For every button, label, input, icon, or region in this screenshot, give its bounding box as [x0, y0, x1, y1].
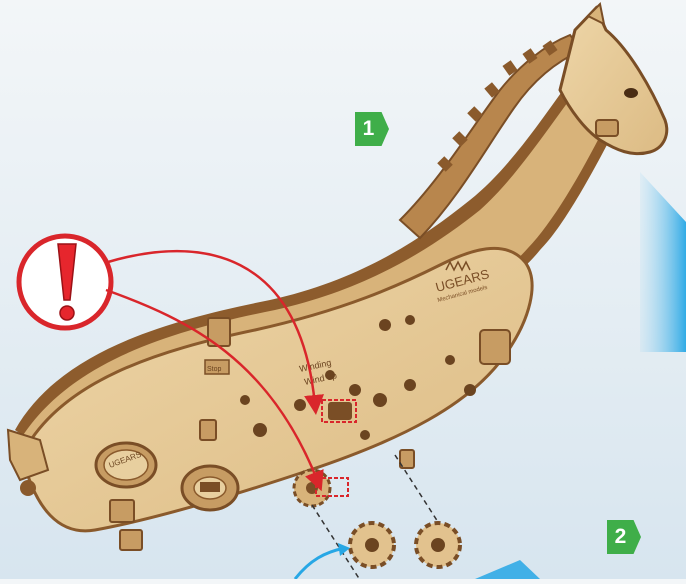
head-tab: [596, 120, 618, 136]
warning-callout: [19, 236, 111, 328]
mounted-gear: [294, 470, 330, 506]
step-1-badge: 1: [355, 112, 389, 146]
step-2-number: 2: [607, 523, 634, 551]
guide-line-right: [395, 455, 438, 522]
next-step-ray: [640, 172, 686, 352]
loose-gear-left: [350, 523, 394, 567]
step-2-badge: 2: [607, 520, 641, 554]
loose-gear-right: [416, 523, 460, 567]
step-1-number: 1: [355, 115, 382, 143]
spring-barrel: UGEARS: [96, 443, 156, 487]
drive-wheel: [182, 466, 238, 510]
winding-slot: [328, 402, 352, 420]
rotation-arrow: [295, 548, 345, 579]
stop-key-label: Stop: [207, 366, 222, 373]
horse-eye: [624, 88, 638, 98]
next-step-ray-bottom: [475, 560, 540, 579]
